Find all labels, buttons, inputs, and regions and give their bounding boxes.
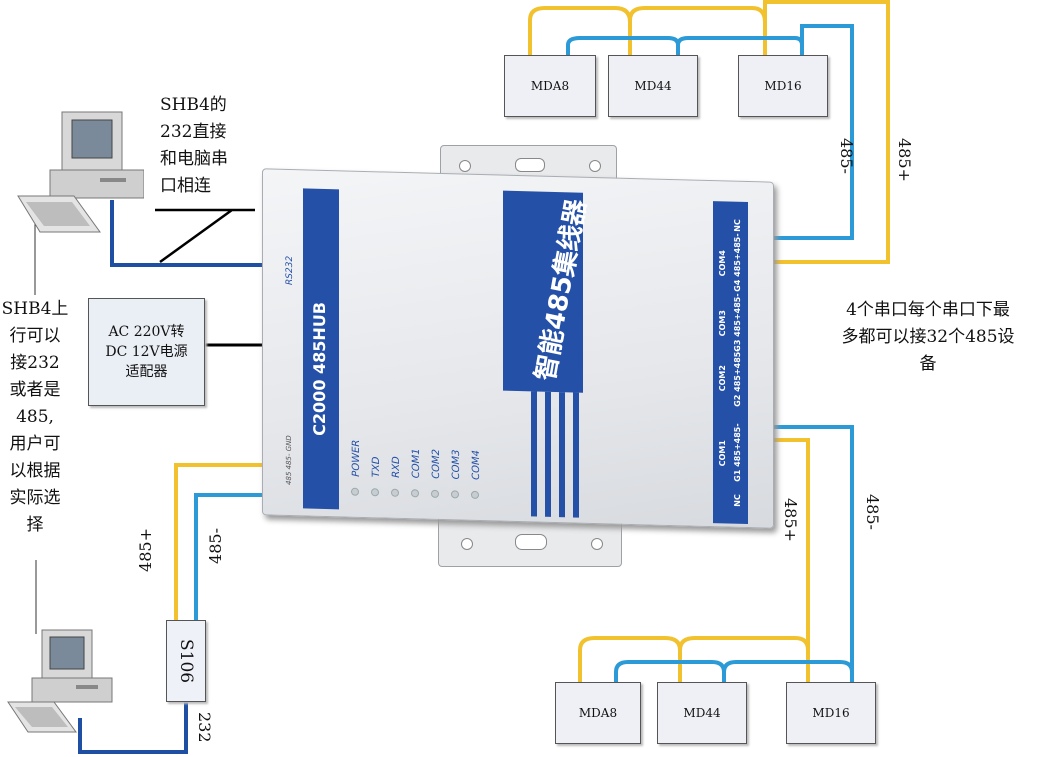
port-pins-g1: G1 485+485-	[733, 423, 742, 482]
port-pins-g4: G4 485+485-	[733, 233, 742, 292]
led-com4	[471, 490, 479, 499]
pc2-rs232-cable	[78, 700, 188, 754]
hub-model-text: C2000 485HUB	[310, 301, 329, 437]
adapter-label: AC 220V转 DC 12V电源 适配器	[105, 324, 188, 380]
led-label-rxd: RXD	[391, 456, 402, 478]
led-label-com4: COM4	[471, 449, 482, 481]
left-yellow-wire	[174, 463, 262, 620]
hub-lines-4	[573, 392, 579, 518]
hub-lines-3	[559, 392, 565, 518]
note-shb4-side: SHB4上 行可以 接232 或者是 485, 用户可 以根据 实际选 择	[1, 299, 69, 535]
pc1-rs232-cable	[110, 200, 262, 267]
left-blue-wire	[194, 493, 262, 620]
led-label-com1: COM1	[411, 448, 422, 479]
led-rxd	[391, 488, 399, 497]
callout-232	[155, 208, 255, 264]
led-label-txd: TXD	[371, 456, 382, 478]
port-nc-top: NC	[733, 219, 742, 232]
bottom-blue-bus	[614, 425, 854, 682]
top-yellow-bus	[528, 0, 890, 264]
label-bot-plus: 485+	[781, 498, 800, 542]
label-left-232: 232	[195, 712, 214, 743]
led-com1	[411, 489, 419, 498]
label-left-minus: 485-	[206, 528, 225, 564]
hub-lines-2	[545, 391, 551, 517]
converter-label: S106	[176, 638, 196, 684]
device-bottom-mda8: MDA8	[555, 682, 641, 744]
device-top-md16: MD16	[738, 55, 828, 117]
label-top-plus: 485+	[895, 138, 914, 182]
power-adapter: AC 220V转 DC 12V电源 适配器	[88, 298, 205, 406]
port-pins-g2: G2 485+485-	[733, 348, 742, 407]
led-label-com2: COM2	[431, 448, 442, 480]
top-blue-bus	[566, 24, 854, 240]
led-com3	[451, 490, 459, 499]
label-left-plus: 485+	[136, 528, 155, 572]
hub-lines-1	[531, 391, 537, 517]
led-label-power: POWER	[351, 439, 362, 477]
port-label-com2: COM2	[718, 365, 727, 392]
port-label-com3: COM3	[718, 310, 727, 337]
led-label-com3: COM3	[451, 449, 462, 480]
rs232-label: RS232	[285, 255, 295, 286]
device-top-md44: MD44	[608, 55, 698, 117]
port-nc-bottom: NC	[733, 494, 742, 507]
device-bottom-md16: MD16	[786, 682, 876, 744]
port-pins-g3: G3 485+485-	[733, 293, 742, 352]
label-bot-minus: 485-	[863, 494, 882, 530]
note-shb4-232: SHB4的 232直接 和电脑串 口相连	[160, 95, 228, 196]
computer-icon	[7, 629, 113, 733]
port-label-com1: COM1	[718, 440, 727, 467]
hub-device: C2000 485HUB 智能485集线器 RS232 485 485- GND…	[262, 168, 774, 529]
device-top-mda8: MDA8	[504, 55, 596, 117]
port-label-com4: COM4	[718, 250, 727, 277]
note-ports: 4个串口每个串口下最 多都可以接32个485设 备	[841, 300, 1015, 374]
led-txd	[371, 488, 379, 497]
led-com2	[431, 489, 439, 498]
left-pin-label: 485 485- GND	[285, 435, 293, 486]
device-bottom-md44: MD44	[657, 682, 747, 744]
bottom-yellow-bus	[578, 438, 810, 682]
converter-s106: S106	[166, 620, 206, 702]
computer-icon	[17, 111, 144, 233]
led-power	[351, 487, 359, 496]
label-top-minus: 485-	[837, 138, 856, 174]
